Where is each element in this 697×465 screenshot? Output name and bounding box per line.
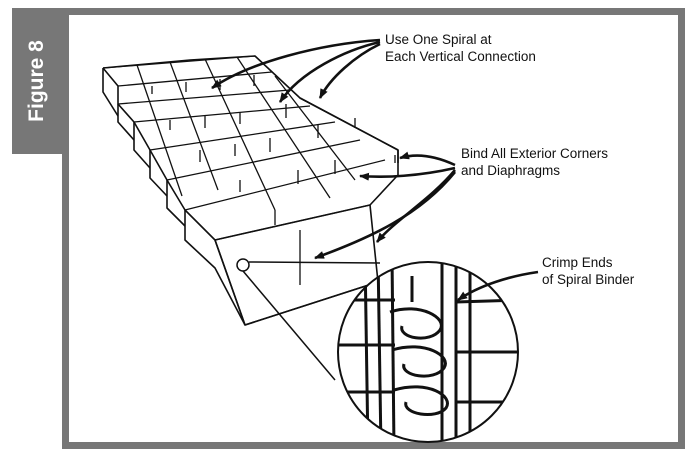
- spiral-ticks: [151, 75, 396, 285]
- callout-bind: Bind All Exterior Corners and Diaphragms: [461, 145, 608, 179]
- callout-crimp-line2: of Spiral Binder: [542, 272, 635, 287]
- callout-bind-line1: Bind All Exterior Corners: [461, 146, 609, 161]
- figure-tab: [12, 8, 62, 154]
- callout-spiral: Use One Spiral at Each Vertical Connecti…: [385, 31, 536, 65]
- callout-crimp-line1: Crimp Ends: [542, 255, 613, 270]
- callout-bind-line2: and Diaphragms: [461, 163, 561, 178]
- callout-crimp: Crimp Ends of Spiral Binder: [542, 254, 634, 288]
- detail-callout: [236, 258, 381, 381]
- zoom-detail: [337, 261, 519, 443]
- leader-arrows: [211, 38, 539, 302]
- basket-grid: [102, 55, 386, 241]
- callout-spiral-line1: Use One Spiral at: [385, 32, 492, 47]
- callout-spiral-line2: Each Vertical Connection: [385, 49, 536, 64]
